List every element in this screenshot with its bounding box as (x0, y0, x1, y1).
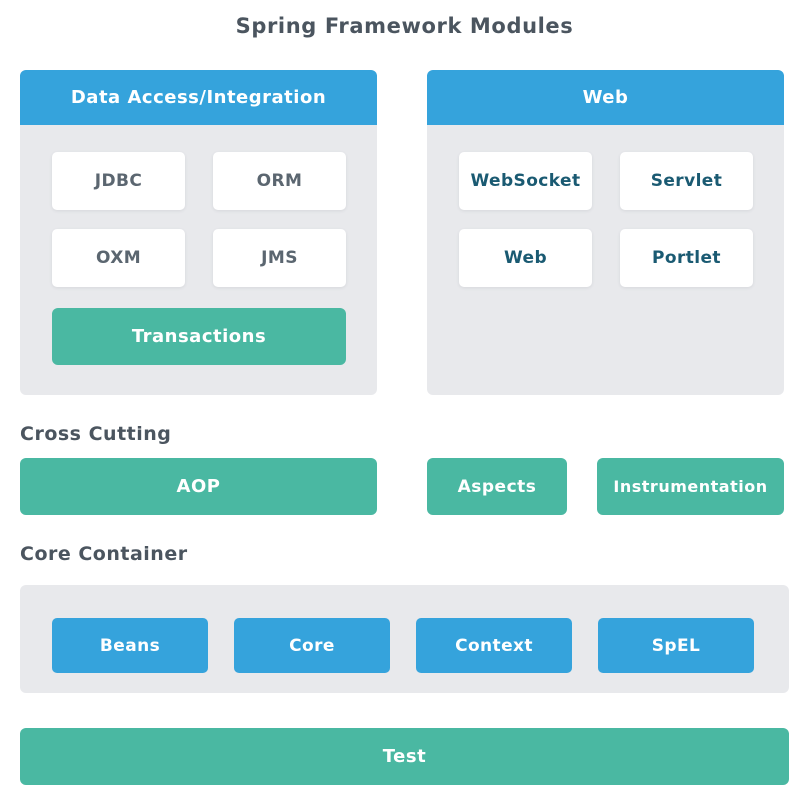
module-box-websocket: WebSocket (459, 152, 592, 210)
module-box-oxm: OXM (52, 229, 185, 287)
panel-header-data-access: Data Access/Integration (20, 70, 377, 125)
module-box-core: Core (234, 618, 390, 673)
module-box-orm: ORM (213, 152, 346, 210)
module-box-web: Web (459, 229, 592, 287)
module-box-instrumentation: Instrumentation (597, 458, 784, 515)
panel-header-web: Web (427, 70, 784, 125)
module-box-jms: JMS (213, 229, 346, 287)
core-container-heading: Core Container (20, 543, 188, 565)
panel-body-data-access: JDBC ORM OXM JMS Transactions (20, 125, 377, 395)
cross-cutting-heading: Cross Cutting (20, 423, 172, 445)
module-box-context: Context (416, 618, 572, 673)
module-box-spel: SpEL (598, 618, 754, 673)
module-box-transactions: Transactions (52, 308, 346, 365)
module-box-beans: Beans (52, 618, 208, 673)
module-box-jdbc: JDBC (52, 152, 185, 210)
module-box-aspects: Aspects (427, 458, 567, 515)
module-box-aop: AOP (20, 458, 377, 515)
diagram-title: Spring Framework Modules (235, 14, 574, 38)
module-box-servlet: Servlet (620, 152, 753, 210)
panel-web: Web WebSocket Servlet Web Portlet (427, 70, 784, 395)
module-box-portlet: Portlet (620, 229, 753, 287)
panel-data-access-integration: Data Access/Integration JDBC ORM OXM JMS… (20, 70, 377, 395)
panel-core-container: Beans Core Context SpEL (20, 585, 789, 693)
module-box-test: Test (20, 728, 789, 785)
panel-body-web: WebSocket Servlet Web Portlet (427, 125, 784, 395)
